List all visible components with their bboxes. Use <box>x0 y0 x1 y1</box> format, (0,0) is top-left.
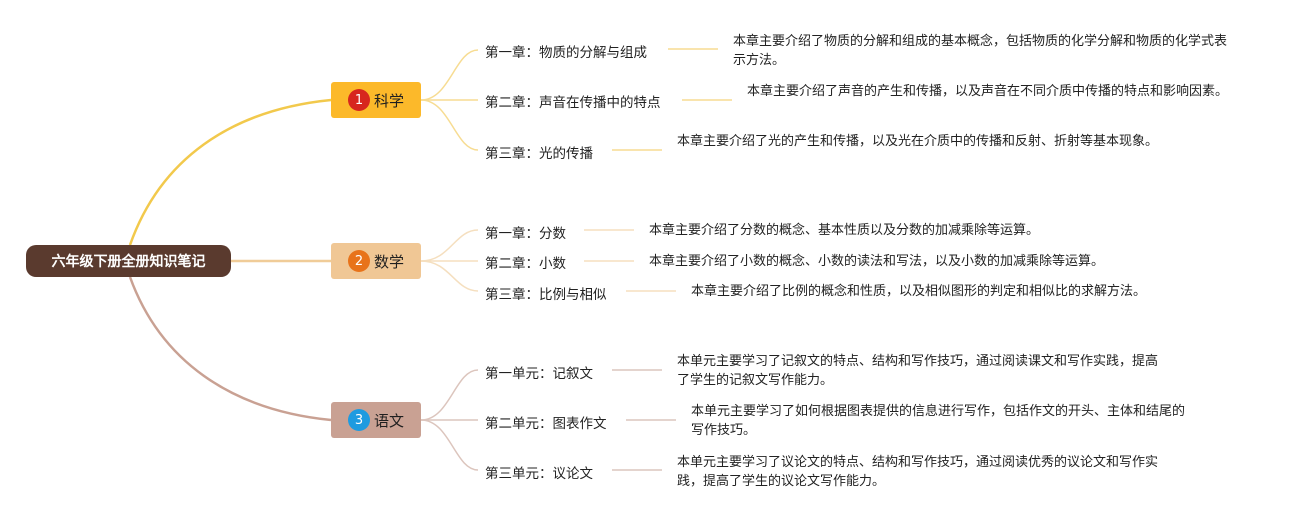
number-badge-1: 1 <box>347 89 370 111</box>
math-chapter-3[interactable]: 第三章：比例与相似 <box>485 287 607 303</box>
science-chapter-2[interactable]: 第二章：声音在传播中的特点 <box>485 95 661 111</box>
math-chapter-2-desc: 本章主要介绍了小数的概念、小数的读法和写法，以及小数的加减乘除等运算。 <box>649 254 1105 269</box>
link-root-science <box>128 98 332 246</box>
science-chapter-2-desc: 本章主要介绍了声音的产生和传播，以及声音在不同介质中传播的特点和影响因素。 <box>747 84 1229 99</box>
number-badge-3: 3 <box>347 409 370 431</box>
chinese-unit-3[interactable]: 第三单元：议论文 <box>485 466 593 482</box>
branch-math[interactable]: 2 数学 <box>331 243 421 279</box>
root-topic-label: 六年级下册全册知识笔记 <box>51 254 206 270</box>
chinese-unit-1[interactable]: 第一单元：记叙文 <box>485 366 593 382</box>
science-chapter-3-desc: 本章主要介绍了光的产生和传播，以及光在介质中的传播和反射、折射等基本现象。 <box>677 134 1159 149</box>
branch-math-label: 数学 <box>373 252 404 271</box>
branch-chinese-label: 语文 <box>373 411 404 430</box>
root-topic[interactable]: 六年级下册全册知识笔记 <box>26 245 231 277</box>
link-root-chinese <box>128 276 332 422</box>
science-chapter-3[interactable]: 第三章：光的传播 <box>485 146 593 162</box>
branch-science-label: 科学 <box>373 91 404 110</box>
branch-science[interactable]: 1 科学 <box>331 82 421 118</box>
math-chapter-3-desc: 本章主要介绍了比例的概念和性质，以及相似图形的判定和相似比的求解方法。 <box>691 284 1147 299</box>
chinese-unit-2-desc: 本单元主要学习了如何根据图表提供的信息进行写作，包括作文的开头、主体和结尾的写作… <box>691 404 1186 438</box>
number-badge-2: 2 <box>347 250 370 272</box>
branch-chinese[interactable]: 3 语文 <box>331 402 421 438</box>
chinese-unit-3-desc: 本单元主要学习了议论文的特点、结构和写作技巧，通过阅读优秀的议论文和写作实践，提… <box>677 455 1159 489</box>
math-chapter-1[interactable]: 第一章：分数 <box>485 226 566 242</box>
math-chapter-1-desc: 本章主要介绍了分数的概念、基本性质以及分数的加减乘除等运算。 <box>649 223 1040 238</box>
chinese-unit-2[interactable]: 第二单元：图表作文 <box>485 416 607 432</box>
science-chapter-1[interactable]: 第一章：物质的分解与组成 <box>485 45 647 61</box>
math-chapter-2[interactable]: 第二章：小数 <box>485 256 566 272</box>
science-chapter-1-desc: 本章主要介绍了物质的分解和组成的基本概念，包括物质的化学分解和物质的化学式表示方… <box>733 34 1228 68</box>
chinese-unit-1-desc: 本单元主要学习了记叙文的特点、结构和写作技巧，通过阅读课文和写作实践，提高了学生… <box>677 354 1159 388</box>
